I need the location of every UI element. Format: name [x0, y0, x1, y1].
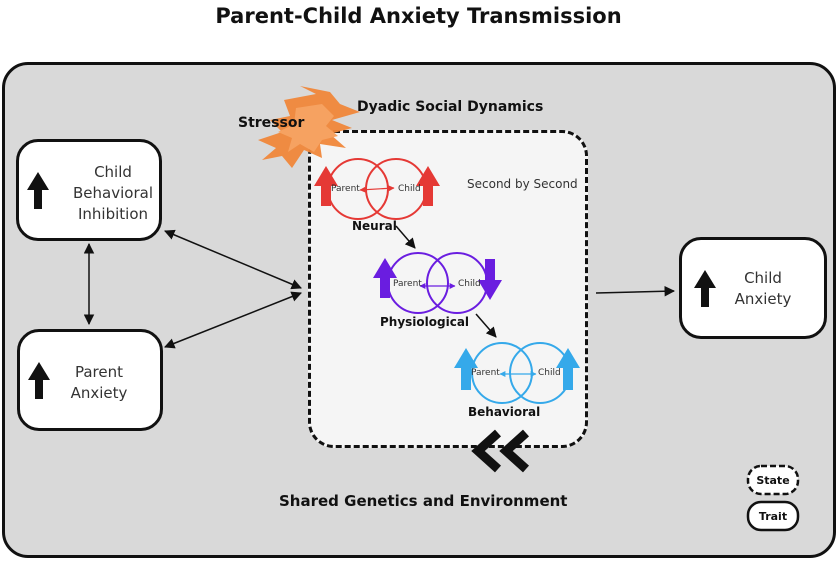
child-bi-line-1: Child — [94, 163, 132, 181]
child-anxiety-line-2: Anxiety — [734, 290, 792, 308]
behavioral-parent-up-arrow-icon — [454, 348, 478, 390]
physiological-parent-up-arrow-icon — [373, 258, 397, 298]
child-anxiety-up-arrow-icon — [694, 270, 716, 307]
behavioral-child-up-arrow-icon — [556, 348, 580, 390]
behavioral-label: Behavioral — [468, 405, 541, 419]
neural-child-label: Child — [398, 184, 421, 194]
stressor-burst-icon — [258, 86, 360, 168]
neural-to-physiological-arrow — [395, 225, 416, 249]
parent-state-bidirectional-arrow — [164, 291, 302, 349]
parent-anxiety-line-1: Parent — [74, 363, 124, 381]
parent-anxiety-line-2: Anxiety — [70, 384, 128, 402]
behavioral-child-label: Child — [538, 368, 561, 378]
behavioral-level — [454, 342, 580, 404]
legend-trait-shape — [746, 500, 800, 532]
diagram-title: Parent-Child Anxiety Transmission — [215, 4, 622, 28]
child-bi-line-2: Behavioral — [73, 184, 153, 202]
physiological-label: Physiological — [380, 315, 470, 329]
stressor-label: Stressor — [238, 115, 305, 131]
neural-level — [314, 158, 440, 220]
parent-anxiety-box: Parent Anxiety — [17, 329, 163, 431]
legend-trait-label: Trait — [758, 510, 788, 523]
physiological-level — [373, 252, 502, 314]
physiological-to-behavioral-arrow — [475, 313, 497, 338]
legend-state-shape — [746, 464, 800, 496]
neural-parent-label: Parent — [331, 184, 360, 194]
state-to-child-anxiety-arrow — [595, 285, 676, 297]
child-bi-line-3: Inhibition — [77, 205, 149, 223]
legend-state-label: State — [756, 474, 790, 487]
child-behavioral-inhibition-box: Child Behavioral Inhibition — [16, 139, 162, 241]
child-anxiety-line-1: Child — [744, 269, 782, 287]
neural-label: Neural — [352, 219, 397, 233]
physiological-child-down-arrow-icon — [478, 259, 502, 300]
rewind-chevrons-icon — [471, 429, 530, 473]
second-by-second-label: Second by Second — [467, 177, 578, 191]
shared-genetics-label: Shared Genetics and Environment — [279, 492, 568, 510]
behavioral-parent-label: Parent — [471, 368, 500, 378]
dyadic-label: Dyadic Social Dynamics — [357, 99, 544, 115]
child-bi-up-arrow-icon — [27, 172, 49, 209]
bi-state-bidirectional-arrow — [164, 229, 302, 290]
physiological-child-label: Child — [458, 279, 481, 289]
neural-parent-up-arrow-icon — [314, 166, 338, 206]
neural-child-up-arrow-icon — [416, 166, 440, 206]
parent-anxiety-up-arrow-icon — [28, 362, 50, 399]
physiological-parent-label: Parent — [393, 279, 422, 289]
